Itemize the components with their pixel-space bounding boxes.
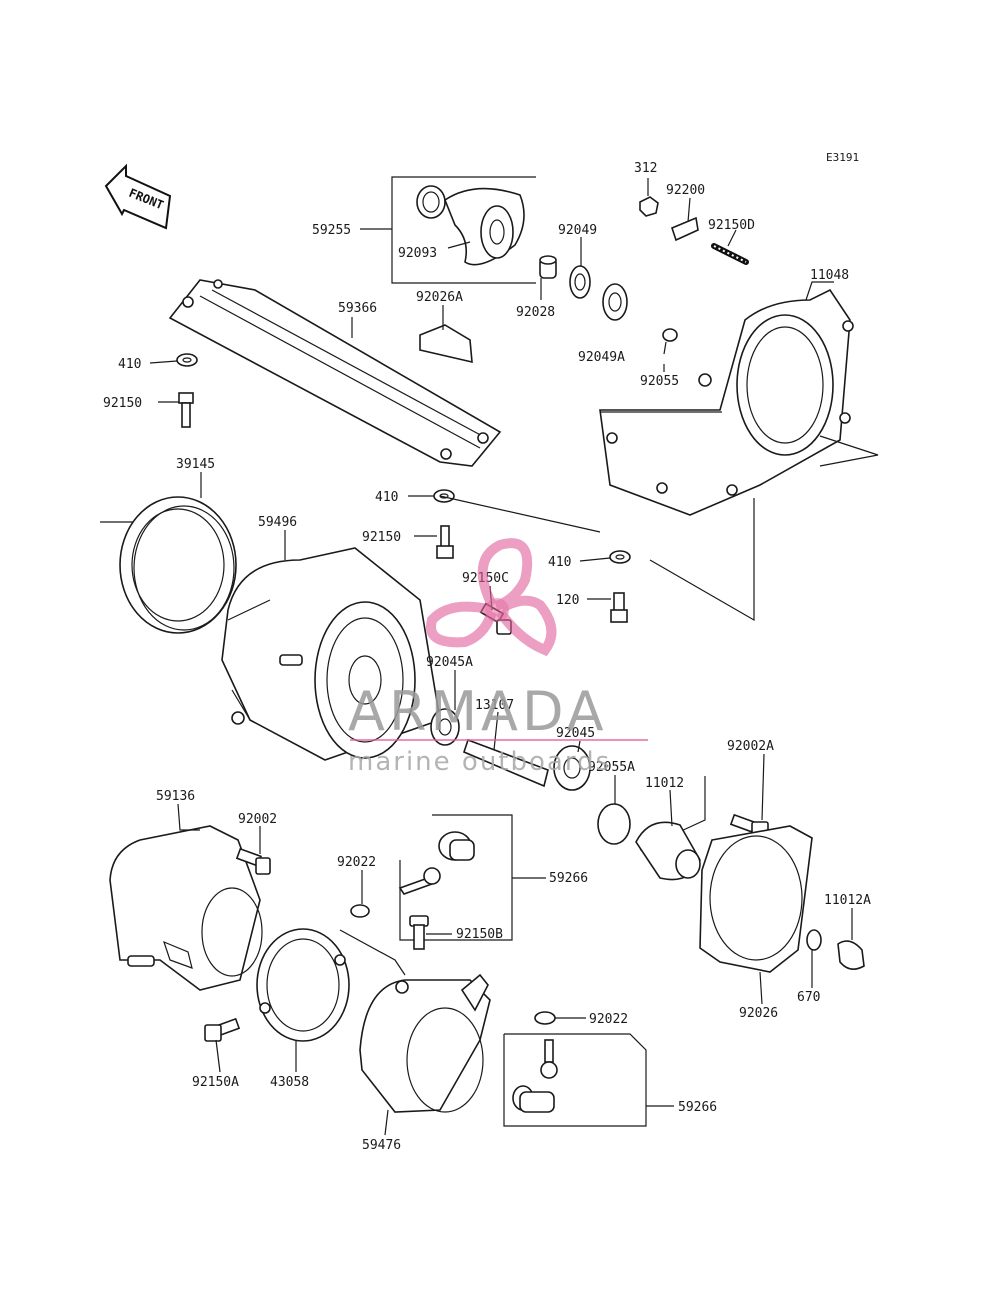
part-label-92002[interactable]: 92002 xyxy=(238,812,277,827)
part-label-11048[interactable]: 11048 xyxy=(810,268,849,283)
part-label-59136[interactable]: 59136 xyxy=(156,789,195,804)
part-label-120[interactable]: 120 xyxy=(556,593,579,608)
watermark-subtitle: marine outboards xyxy=(348,747,611,777)
part-label-410-right[interactable]: 410 xyxy=(548,555,571,570)
sleeve-and-washers xyxy=(539,255,628,321)
rail-59366 xyxy=(168,279,502,467)
ring-39145 xyxy=(119,496,237,634)
washer-410-center xyxy=(433,489,455,503)
ring-43058 xyxy=(256,928,350,1042)
part-label-11012[interactable]: 11012 xyxy=(645,776,684,791)
shaft-13107 xyxy=(463,738,549,788)
cap-11012 xyxy=(635,821,701,881)
watermark: ARMADA marine outboards xyxy=(348,538,648,777)
washer-92022-bottom xyxy=(534,1011,556,1025)
pump-case-11048 xyxy=(599,288,854,516)
part-label-312[interactable]: 312 xyxy=(634,161,657,176)
part-label-59366[interactable]: 59366 xyxy=(338,301,377,316)
part-label-43058[interactable]: 43058 xyxy=(270,1075,309,1090)
front-arrow-icon: FRONT xyxy=(104,163,172,230)
nut-plate-stud xyxy=(639,196,749,265)
plate-92026A xyxy=(419,324,473,364)
part-label-92055A[interactable]: 92055A xyxy=(588,760,635,775)
o-ring-92055A xyxy=(597,803,631,845)
bolt-92150-left xyxy=(178,392,194,428)
part-label-92002A[interactable]: 92002A xyxy=(727,739,774,754)
part-label-92022-top[interactable]: 92022 xyxy=(337,855,376,870)
watermark-title: ARMADA xyxy=(348,680,608,743)
pump-case-59496 xyxy=(221,547,441,761)
part-label-92150B[interactable]: 92150B xyxy=(456,927,503,942)
o-ring-670 xyxy=(806,929,822,951)
washer-410-right xyxy=(609,550,631,564)
part-label-92045[interactable]: 92045 xyxy=(556,726,595,741)
part-label-59476[interactable]: 59476 xyxy=(362,1138,401,1153)
part-label-92150-left[interactable]: 92150 xyxy=(103,396,142,411)
part-label-92028[interactable]: 92028 xyxy=(516,305,555,320)
part-labels: 312 92200 92150D 11048 59255 92093 92049… xyxy=(103,161,871,1153)
part-label-92026[interactable]: 92026 xyxy=(739,1006,778,1021)
bearing-92045A xyxy=(430,708,460,746)
propeller-logo-icon xyxy=(426,538,557,657)
part-label-670[interactable]: 670 xyxy=(797,990,820,1005)
part-label-59255[interactable]: 59255 xyxy=(312,223,351,238)
washer-92022-top xyxy=(350,904,370,918)
bolt-92150B xyxy=(409,915,429,950)
part-label-92049A[interactable]: 92049A xyxy=(578,350,625,365)
kit-59266-top-box xyxy=(398,814,513,941)
part-label-92022-bottom[interactable]: 92022 xyxy=(589,1012,628,1027)
bolt-92150A xyxy=(204,1017,241,1042)
nozzle-59136 xyxy=(109,825,263,991)
part-label-92200[interactable]: 92200 xyxy=(666,183,705,198)
part-label-13107[interactable]: 13107 xyxy=(475,698,514,713)
part-label-92045A[interactable]: 92045A xyxy=(426,655,473,670)
part-label-92026A[interactable]: 92026A xyxy=(416,290,463,305)
figure-code: E3191 xyxy=(826,151,859,164)
cap-11012A xyxy=(837,940,865,970)
bolt-120 xyxy=(610,592,628,623)
o-ring-92049A xyxy=(662,328,678,342)
part-label-92150D[interactable]: 92150D xyxy=(708,218,755,233)
part-label-39145[interactable]: 39145 xyxy=(176,457,215,472)
guide-lines xyxy=(100,411,879,851)
part-label-92055[interactable]: 92055 xyxy=(640,374,679,389)
part-label-410-center[interactable]: 410 xyxy=(375,490,398,505)
part-label-59266-bottom[interactable]: 59266 xyxy=(678,1100,717,1115)
cover-92026 xyxy=(699,825,813,973)
bolt-92002 xyxy=(235,847,271,875)
part-label-59266-top[interactable]: 59266 xyxy=(549,871,588,886)
bolt-92150-center xyxy=(436,525,454,559)
bearing-92045 xyxy=(553,745,591,791)
part-label-92150A[interactable]: 92150A xyxy=(192,1075,239,1090)
kit-59266-bottom-box xyxy=(503,1033,647,1127)
part-label-92150-center[interactable]: 92150 xyxy=(362,530,401,545)
part-label-410-top[interactable]: 410 xyxy=(118,357,141,372)
part-label-92093[interactable]: 92093 xyxy=(398,246,437,261)
part-label-92049[interactable]: 92049 xyxy=(558,223,597,238)
washer-410-left xyxy=(176,353,198,367)
impeller-assembly-box xyxy=(391,176,536,284)
part-label-59496[interactable]: 59496 xyxy=(258,515,297,530)
part-label-11012A[interactable]: 11012A xyxy=(824,893,871,908)
nozzle-59476 xyxy=(359,973,491,1113)
